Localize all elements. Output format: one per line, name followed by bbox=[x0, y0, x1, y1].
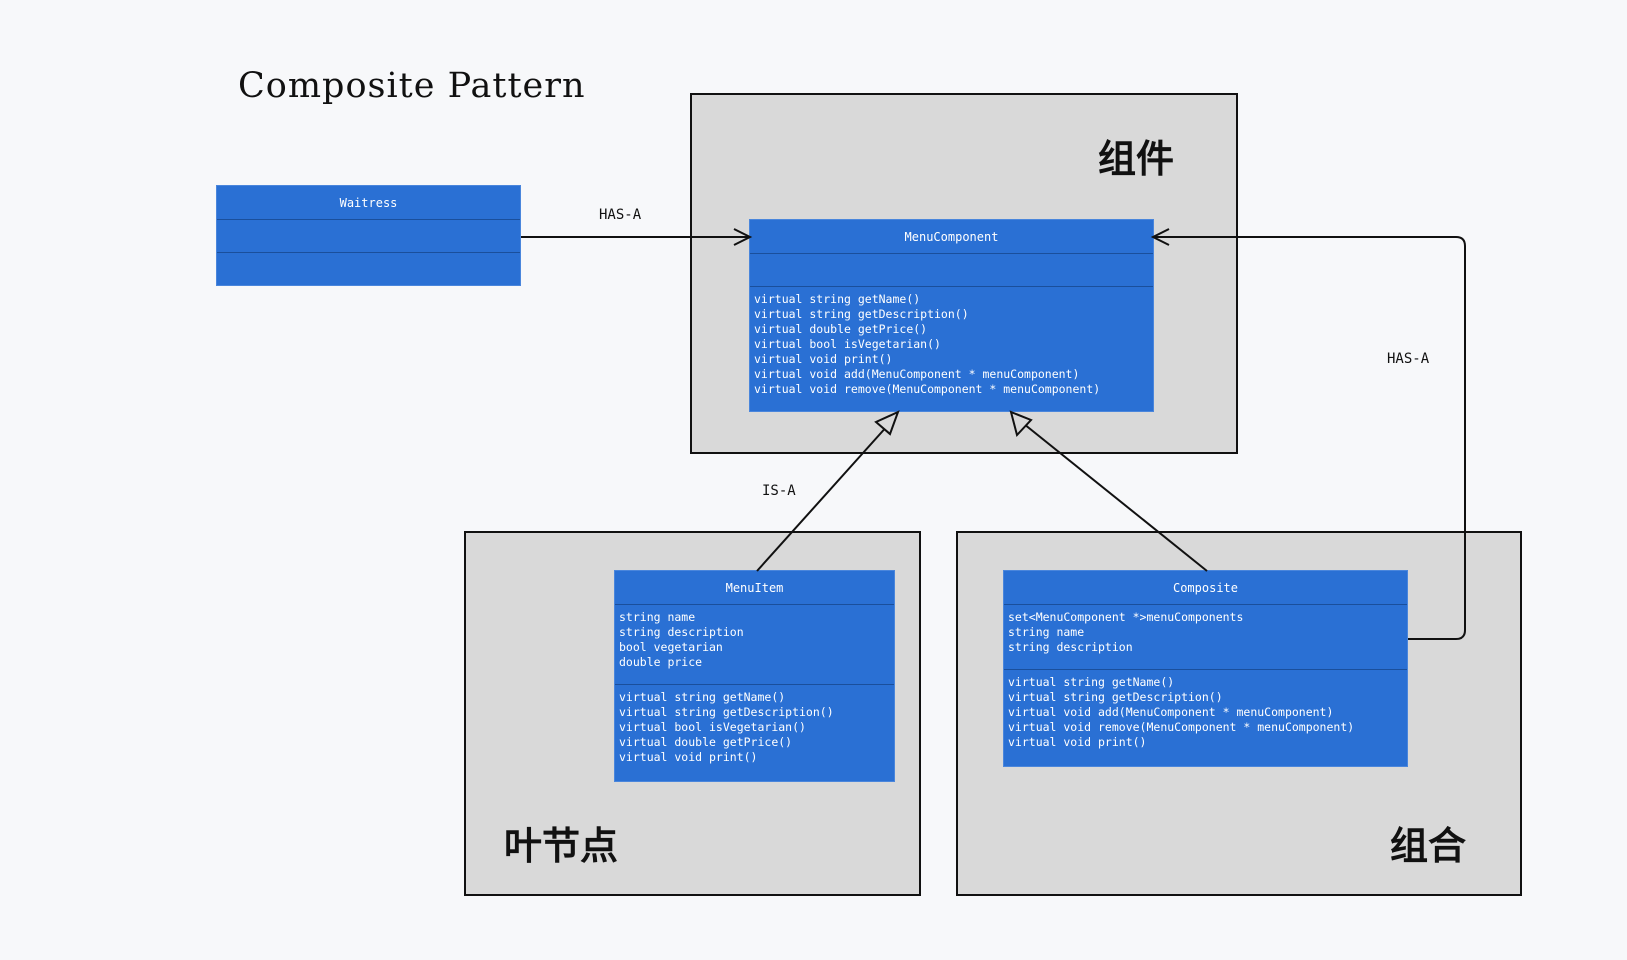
class-member: virtual string getDescription() bbox=[1008, 690, 1223, 704]
composite-has-a-label: HAS-A bbox=[1387, 351, 1430, 367]
waitress-has-a-label: HAS-A bbox=[599, 207, 642, 223]
class-methods: virtual string getName()virtual string g… bbox=[1004, 670, 1407, 755]
class-member: string name bbox=[1008, 625, 1085, 639]
composite-has-a-arrow bbox=[1150, 228, 1466, 640]
class-member: virtual bool isVegetarian() bbox=[619, 720, 806, 734]
class-member: virtual string getName() bbox=[619, 690, 786, 704]
class-waitress[interactable]: Waitress bbox=[216, 185, 521, 286]
region-component-label: 组件 bbox=[1098, 137, 1175, 181]
waitress-has-a-arrow bbox=[521, 228, 753, 246]
class-member: virtual void remove(MenuComponent * menu… bbox=[754, 382, 1101, 396]
class-composite[interactable]: Composite set<MenuComponent *>menuCompon… bbox=[1003, 570, 1408, 767]
class-methods: virtual string getName()virtual string g… bbox=[750, 287, 1153, 402]
class-member: virtual double getPrice() bbox=[619, 735, 793, 749]
region-composite-label: 组合 bbox=[1390, 824, 1467, 868]
class-member: virtual void print() bbox=[1008, 735, 1147, 749]
class-name: MenuItem bbox=[615, 571, 894, 605]
class-member: virtual string getDescription() bbox=[754, 307, 969, 321]
class-menu-component[interactable]: MenuComponent virtual string getName()vi… bbox=[749, 219, 1154, 412]
class-member: virtual string getDescription() bbox=[619, 705, 834, 719]
class-attributes bbox=[217, 220, 520, 253]
class-member: set<MenuComponent *>menuComponents bbox=[1008, 610, 1244, 624]
class-member: virtual void remove(MenuComponent * menu… bbox=[1008, 720, 1355, 734]
class-member: double price bbox=[619, 655, 703, 669]
class-name: MenuComponent bbox=[750, 220, 1153, 254]
class-member: string description bbox=[1008, 640, 1133, 654]
class-member: virtual bool isVegetarian() bbox=[754, 337, 941, 351]
class-member: virtual void print() bbox=[754, 352, 893, 366]
is-a-label: IS-A bbox=[762, 483, 796, 499]
region-leaf-label: 叶节点 bbox=[504, 824, 619, 868]
menu-item-is-a-arrow bbox=[756, 410, 900, 572]
class-member: virtual double getPrice() bbox=[754, 322, 928, 336]
class-member: bool vegetarian bbox=[619, 640, 723, 654]
composite-is-a-arrow bbox=[1009, 410, 1208, 572]
class-attributes bbox=[750, 254, 1153, 287]
class-member: virtual string getName() bbox=[754, 292, 921, 306]
class-name: Waitress bbox=[217, 186, 520, 220]
class-member: virtual void add(MenuComponent * menuCom… bbox=[1008, 705, 1334, 719]
class-member: string name bbox=[619, 610, 696, 624]
class-member: virtual string getName() bbox=[1008, 675, 1175, 689]
diagram-title: Composite Pattern bbox=[238, 66, 586, 106]
class-member: string description bbox=[619, 625, 744, 639]
class-member: virtual void add(MenuComponent * menuCom… bbox=[754, 367, 1080, 381]
class-methods: virtual string getName()virtual string g… bbox=[615, 685, 894, 770]
class-name: Composite bbox=[1004, 571, 1407, 605]
class-member: virtual void print() bbox=[619, 750, 758, 764]
